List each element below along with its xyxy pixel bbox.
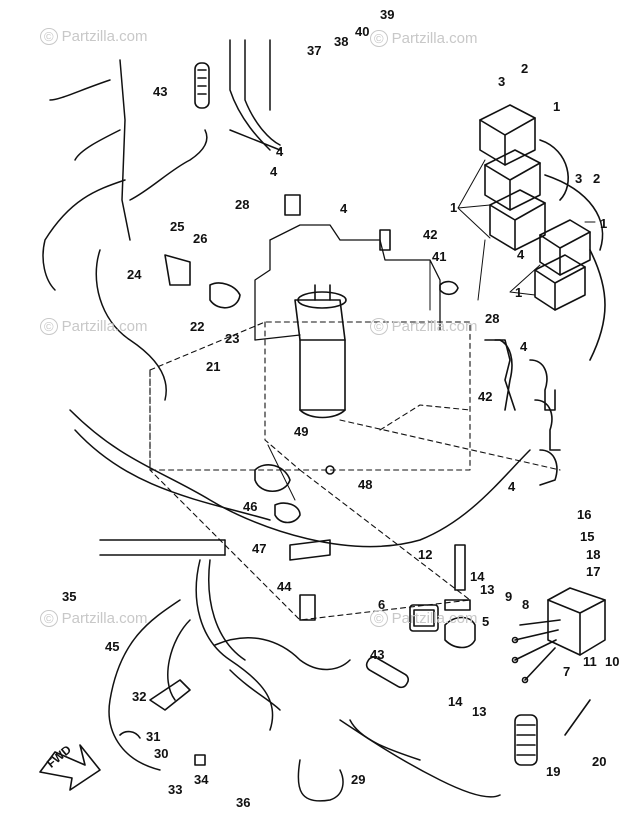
callout-26: 26 [193, 231, 208, 246]
callout-46: 46 [243, 499, 258, 514]
watermark: ©Partzilla.com [40, 610, 147, 627]
callout-4: 4 [340, 201, 348, 216]
callout-12: 12 [418, 547, 433, 562]
rectifier-regulator [511, 587, 606, 684]
relays [409, 544, 476, 649]
fwd-arrow [39, 744, 101, 791]
watermark: ©Partzilla.com [40, 318, 147, 335]
callout-4: 4 [508, 479, 516, 494]
callout-45: 45 [105, 639, 120, 654]
callout-43: 43 [153, 84, 168, 99]
callout-6: 6 [378, 597, 386, 612]
callout-30: 30 [154, 746, 169, 761]
callout-32: 32 [132, 689, 147, 704]
callout-16: 16 [577, 507, 592, 522]
callout-29: 29 [351, 772, 366, 787]
callout-40: 40 [355, 24, 370, 39]
callout-41: 41 [432, 249, 447, 264]
callout-14: 14 [448, 694, 463, 709]
callout-25: 25 [170, 219, 185, 234]
callout-49: 49 [294, 424, 309, 439]
callout-17: 17 [586, 564, 601, 579]
callout-2: 2 [593, 171, 601, 186]
callout-5: 5 [482, 614, 490, 629]
callout-31: 31 [146, 729, 161, 744]
lower-cowling-outline [69, 409, 531, 556]
callout-10: 10 [605, 654, 620, 669]
ignition-coil [294, 284, 347, 419]
spark-plug-caps [494, 339, 561, 486]
callout-3: 3 [575, 171, 583, 186]
callout-42: 42 [423, 227, 438, 242]
callout-4: 4 [276, 144, 284, 159]
misc-components [119, 62, 591, 766]
callout-7: 7 [563, 664, 571, 679]
callout-20: 20 [592, 754, 607, 769]
callout-36: 36 [236, 795, 251, 810]
lower-harness [108, 559, 501, 802]
callout-19: 19 [546, 764, 561, 779]
cdi-units [479, 104, 606, 361]
callout-24: 24 [127, 267, 142, 282]
callout-1: 1 [450, 200, 458, 215]
callout-2: 2 [521, 61, 529, 76]
leader-lines [267, 159, 596, 501]
callout-28: 28 [235, 197, 250, 212]
callout-11: 11 [583, 654, 597, 669]
callout-4: 4 [270, 164, 278, 179]
callout-1: 1 [600, 216, 608, 231]
callout-35: 35 [62, 589, 77, 604]
callout-22: 22 [190, 319, 205, 334]
watermark: ©Partzilla.com [370, 30, 477, 47]
watermark: ©Partzilla.com [370, 610, 477, 627]
watermark: ©Partzilla.com [370, 318, 477, 335]
callout-37: 37 [307, 43, 322, 58]
callout-21: 21 [206, 359, 221, 374]
callout-9: 9 [505, 589, 513, 604]
watermark: ©Partzilla.com [40, 28, 147, 45]
callout-15: 15 [580, 529, 595, 544]
callout-48: 48 [358, 477, 373, 492]
callout-44: 44 [277, 579, 292, 594]
callout-14: 14 [470, 569, 485, 584]
callout-23: 23 [225, 331, 240, 346]
upper-left-harness [42, 39, 281, 401]
callout-1: 1 [515, 285, 523, 300]
callout-18: 18 [586, 547, 601, 562]
callout-4: 4 [517, 247, 525, 262]
callout-33: 33 [168, 782, 183, 797]
callout-13: 13 [472, 704, 487, 719]
callout-42: 42 [478, 389, 493, 404]
callout-1: 1 [553, 99, 561, 114]
callout-43: 43 [370, 647, 385, 662]
callout-47: 47 [252, 541, 267, 556]
callout-8: 8 [522, 597, 530, 612]
callout-4: 4 [520, 339, 528, 354]
callout-34: 34 [194, 772, 209, 787]
callout-38: 38 [334, 34, 349, 49]
callout-3: 3 [498, 74, 506, 89]
callout-28: 28 [485, 311, 500, 326]
callout-39: 39 [380, 7, 395, 22]
callout-13: 13 [480, 582, 495, 597]
